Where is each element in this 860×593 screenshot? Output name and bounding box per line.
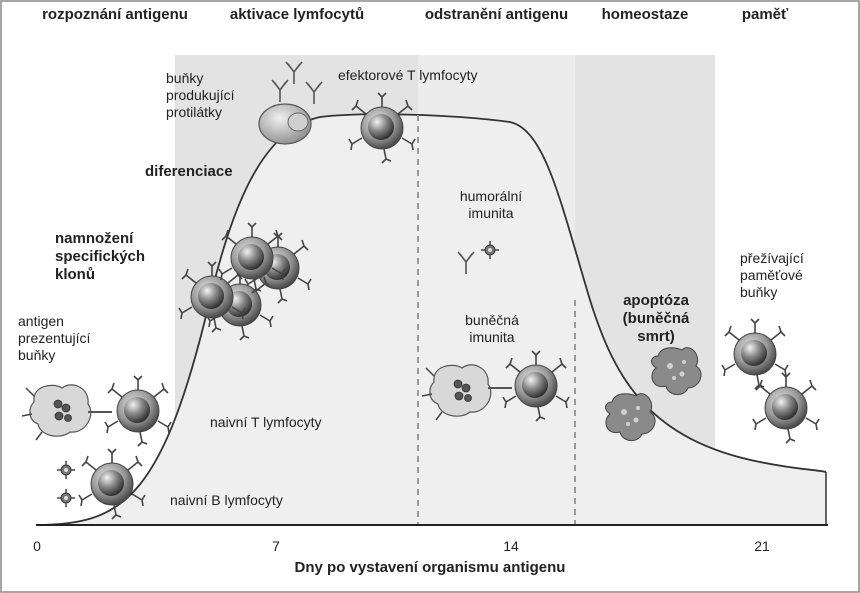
label-antibody-cells: buňky produkující protilátky [166,70,235,120]
naive-t-lymphocyte-icon [104,375,172,447]
label-humoral-immunity: humorální imunita [459,188,523,221]
antigen-icon-2 [56,488,76,508]
x-axis-title: Dny po vystavení organismu antigenu [294,559,566,576]
antigen-icon [56,460,76,480]
memory-cell-icon-2 [752,372,820,444]
x-tick-7: 7 [272,538,280,554]
phase-recognition: rozpoznání antigenu [42,6,188,23]
label-apc: antigen prezentující buňky [18,313,91,363]
plasma-cell-nucleus [287,112,309,132]
memory-cell-icon-1 [721,318,789,390]
label-cellular-immunity: buněčná imunita [465,312,519,345]
label-memory-cells: přežívající paměťové buňky [740,250,804,300]
x-tick-0: 0 [33,538,41,554]
phase-memory: paměť [741,6,789,23]
label-clonal-expansion: namnožení specifických klonů [55,230,146,283]
phase-activation: aktivace lymfocytů [229,6,365,23]
label-apoptosis: apoptóza (buněčná smrt) [622,292,690,345]
label-naive-b: naivní B lymfocyty [170,492,283,508]
phase-homeostasis: homeostaze [601,6,689,23]
x-tick-21: 21 [754,538,770,554]
phase-elimination: odstranění antigenu [424,6,569,23]
label-naive-t: naivní T lymfocyty [210,414,322,430]
label-differentiation: diferenciace [145,163,233,180]
label-effector-t: efektorové T lymfocyty [338,67,478,83]
x-tick-14: 14 [503,538,519,554]
response-curve-line [35,113,827,526]
antigen-presenting-cell-icon [21,384,92,441]
